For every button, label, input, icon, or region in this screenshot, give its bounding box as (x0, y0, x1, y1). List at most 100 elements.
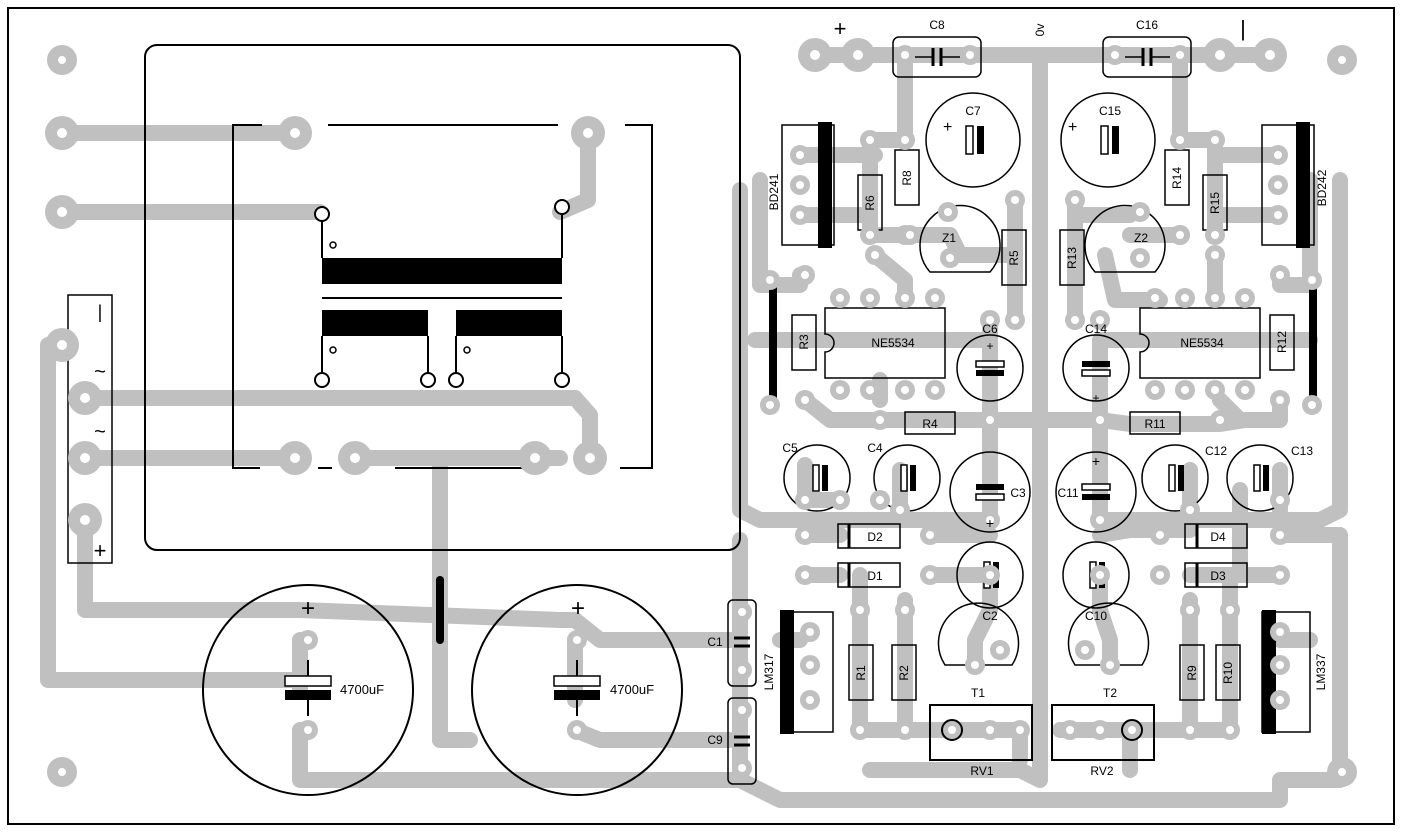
label-r10: R10 (1221, 662, 1235, 684)
pad-hole (796, 181, 804, 189)
label-c6: C6 (982, 322, 998, 336)
pad-hole (866, 136, 874, 144)
label-c3: C3 (1010, 486, 1026, 500)
pad-hole (1276, 531, 1284, 539)
pad-hole (871, 251, 879, 259)
pad-hole (1106, 661, 1114, 669)
pad-hole (986, 516, 994, 524)
label-c11: C11 (1057, 486, 1078, 500)
pot-wiper-ring (1121, 719, 1143, 741)
pad-hole (573, 726, 581, 734)
big-cap-1-label: 4700uF (340, 682, 384, 697)
pad-hole (304, 726, 312, 734)
pad-hole (766, 401, 774, 409)
pad-hole (1081, 646, 1089, 654)
label-c14-plus: + (1092, 391, 1099, 405)
label-r11: R11 (1144, 417, 1165, 431)
label-d4: D4 (1210, 530, 1226, 544)
pad-hole (1156, 531, 1164, 539)
label-d2: D2 (867, 530, 883, 544)
label-c15: C15 (1099, 104, 1121, 118)
pad-hole (1156, 571, 1164, 579)
label-r13: R13 (1065, 247, 1079, 269)
label-r9: R9 (1185, 665, 1199, 681)
pad-hole (585, 453, 595, 463)
pad-hole (856, 726, 864, 734)
label-z2: Z2 (1134, 231, 1148, 245)
connector-plus: + (94, 538, 107, 563)
pad-hole (876, 416, 884, 424)
pad-hole (1096, 316, 1104, 324)
label-c5: C5 (782, 441, 798, 455)
pad-hole (1276, 496, 1284, 504)
pad-hole (1211, 231, 1219, 239)
pad-hole (1211, 136, 1219, 144)
pad-hole (806, 661, 814, 669)
pad-hole (1071, 316, 1079, 324)
pad-hole (876, 496, 884, 504)
label-bd242: BD242 (1315, 169, 1329, 206)
pad-hole (1176, 51, 1184, 59)
pad-hole (866, 231, 874, 239)
pad-hole (901, 294, 909, 302)
pad-hole (1111, 51, 1119, 59)
pad-hole (1276, 696, 1284, 704)
pad-hole (738, 666, 746, 674)
pad-hole (1151, 294, 1159, 302)
big-capacitor-1: 4700uF + (202, 584, 414, 796)
component-labels: C8 C16 C7 C15 + + BD241 BD242 R6 R8 R14 … (707, 18, 1329, 778)
label-r14: R14 (1170, 167, 1184, 189)
label-t1: T1 (971, 686, 985, 700)
pad-hole (926, 531, 934, 539)
label-r5: R5 (1007, 250, 1021, 266)
pad-hole (1016, 726, 1024, 734)
pad-hole (1211, 294, 1219, 302)
pad-hole (1071, 196, 1079, 204)
pad-hole (58, 768, 66, 776)
label-c6-plus: + (986, 339, 993, 353)
pad-hole (57, 128, 67, 138)
big-cap-2-label: 4700uF (610, 682, 654, 697)
pad-hole (766, 276, 774, 284)
pad-hole (901, 606, 909, 614)
pad-hole (948, 726, 956, 734)
label-c13: C13 (1291, 444, 1313, 458)
pad-hole (901, 726, 909, 734)
label-r8: R8 (900, 170, 914, 186)
label-lm317: LM317 (762, 653, 776, 690)
pad-hole (1241, 294, 1249, 302)
label-rv1: RV1 (970, 764, 993, 778)
pad-hole (946, 254, 954, 262)
pad-hole (738, 764, 746, 772)
top-minus-label: | (1240, 16, 1246, 41)
label-r3: R3 (797, 334, 811, 350)
pad-hole (290, 128, 300, 138)
label-d1: D1 (867, 569, 883, 583)
pad-hole (1276, 571, 1284, 579)
pad-hole (1226, 606, 1234, 614)
pad-hole (901, 51, 909, 59)
label-c10: C10 (1085, 609, 1107, 623)
label-c7: C7 (965, 104, 981, 118)
pad-hole (926, 571, 934, 579)
pad-hole (986, 416, 994, 424)
pad-hole (1338, 768, 1346, 776)
label-r15: R15 (1208, 192, 1222, 214)
pad-hole (1274, 211, 1282, 219)
label-c1: C1 (707, 635, 723, 649)
pad-hole (931, 386, 939, 394)
pad-hole (986, 316, 994, 324)
pad-hole (1308, 401, 1316, 409)
pad-hole (1011, 316, 1019, 324)
label-c16: C16 (1136, 18, 1158, 32)
pad-hole (801, 531, 809, 539)
pad-hole (1096, 726, 1104, 734)
pad-hole (80, 453, 90, 463)
pad-hole (58, 56, 66, 64)
pad-hole (1241, 386, 1249, 394)
pad-hole (738, 706, 746, 714)
pad-hole (801, 496, 809, 504)
pad-hole (901, 136, 909, 144)
pad-hole (796, 211, 804, 219)
